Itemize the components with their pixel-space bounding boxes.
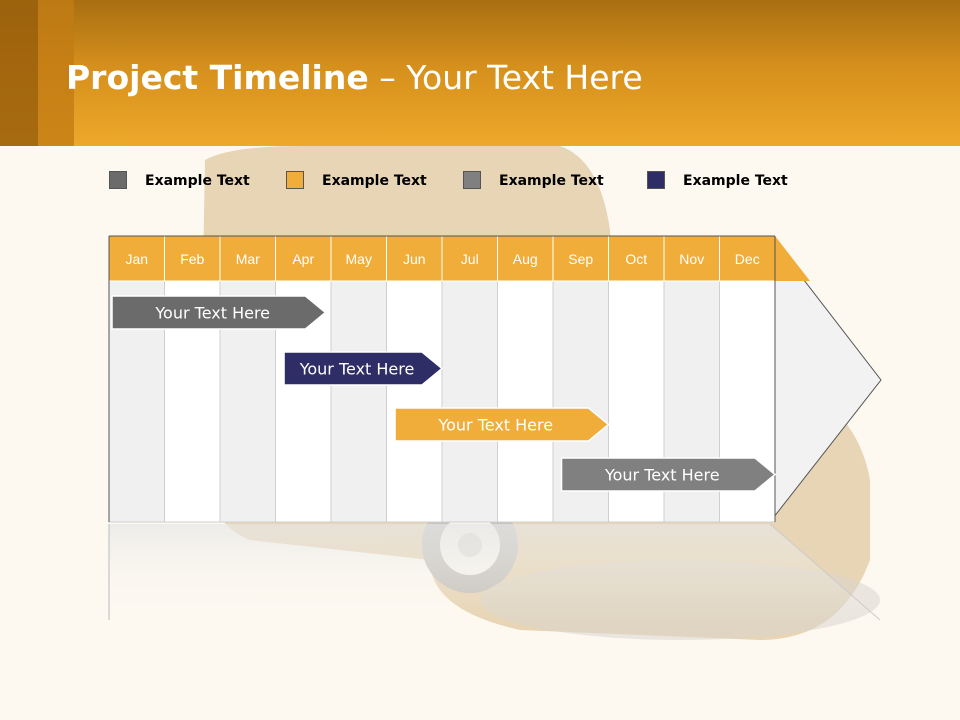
task-bar-arrow — [394, 407, 610, 442]
legend-label: Example Text — [683, 173, 788, 189]
month-label: Aug — [513, 251, 538, 267]
month-header-cell — [497, 235, 554, 282]
task-bar: Your Text Here — [111, 295, 327, 330]
month-header-cell — [386, 235, 443, 282]
month-label: Nov — [679, 251, 704, 267]
month-header-cell — [719, 235, 776, 282]
task-bar-label: Your Text Here — [299, 360, 415, 379]
month-label: Jun — [403, 251, 426, 267]
month-column — [386, 280, 443, 523]
reflection-edge — [769, 523, 881, 621]
month-label: Dec — [735, 251, 760, 267]
task-bar-arrow — [560, 457, 777, 492]
month-label: Apr — [292, 251, 314, 267]
task-bar-label: Your Text Here — [604, 466, 720, 485]
title-rest: – Your Text Here — [368, 58, 643, 97]
month-column — [497, 280, 554, 523]
month-label: Jan — [125, 251, 148, 267]
legend-swatch — [463, 171, 481, 189]
legend-swatch — [647, 171, 665, 189]
task-bar-arrow — [111, 295, 327, 330]
legend-label: Example Text — [322, 173, 427, 189]
month-header-cell — [663, 235, 720, 282]
task-bar: Your Text Here — [560, 457, 777, 492]
task-bar-label: Your Text Here — [437, 416, 553, 435]
month-header-cell — [164, 235, 221, 282]
legend-swatch — [109, 171, 127, 189]
legend-swatch — [286, 171, 304, 189]
legend-label: Example Text — [145, 173, 250, 189]
timeline-reflection — [109, 524, 880, 620]
header-banner: Project Timeline – Your Text Here — [0, 0, 960, 146]
month-column — [441, 280, 498, 523]
task-bar-label: Your Text Here — [154, 304, 270, 323]
month-label: Feb — [180, 251, 204, 267]
task-bar-arrow — [283, 351, 444, 386]
month-label: Mar — [236, 251, 260, 267]
month-header-row: Jan Feb Mar Apr May Jun Jul Aug Sep Oct Nov Dec — [108, 235, 810, 522]
month-header-cell — [219, 235, 276, 282]
header-arrow-tip — [775, 236, 810, 281]
task-bar: Your Text Here — [394, 407, 610, 442]
month-label: Sep — [568, 251, 593, 267]
month-label: Oct — [625, 251, 647, 267]
month-header-cell — [608, 235, 665, 282]
month-label: May — [346, 251, 372, 267]
month-header-cell — [552, 235, 609, 282]
month-header-cell — [275, 235, 332, 282]
task-bar: Your Text Here — [283, 351, 444, 386]
month-header-cell — [330, 235, 387, 282]
header-stripe — [38, 0, 74, 146]
month-label: Jul — [461, 251, 479, 267]
month-column — [330, 280, 387, 523]
legend-label: Example Text — [499, 173, 604, 189]
header-stripe — [0, 0, 38, 146]
page-title: Project Timeline – Your Text Here — [66, 58, 643, 97]
title-bold: Project Timeline — [66, 58, 369, 97]
